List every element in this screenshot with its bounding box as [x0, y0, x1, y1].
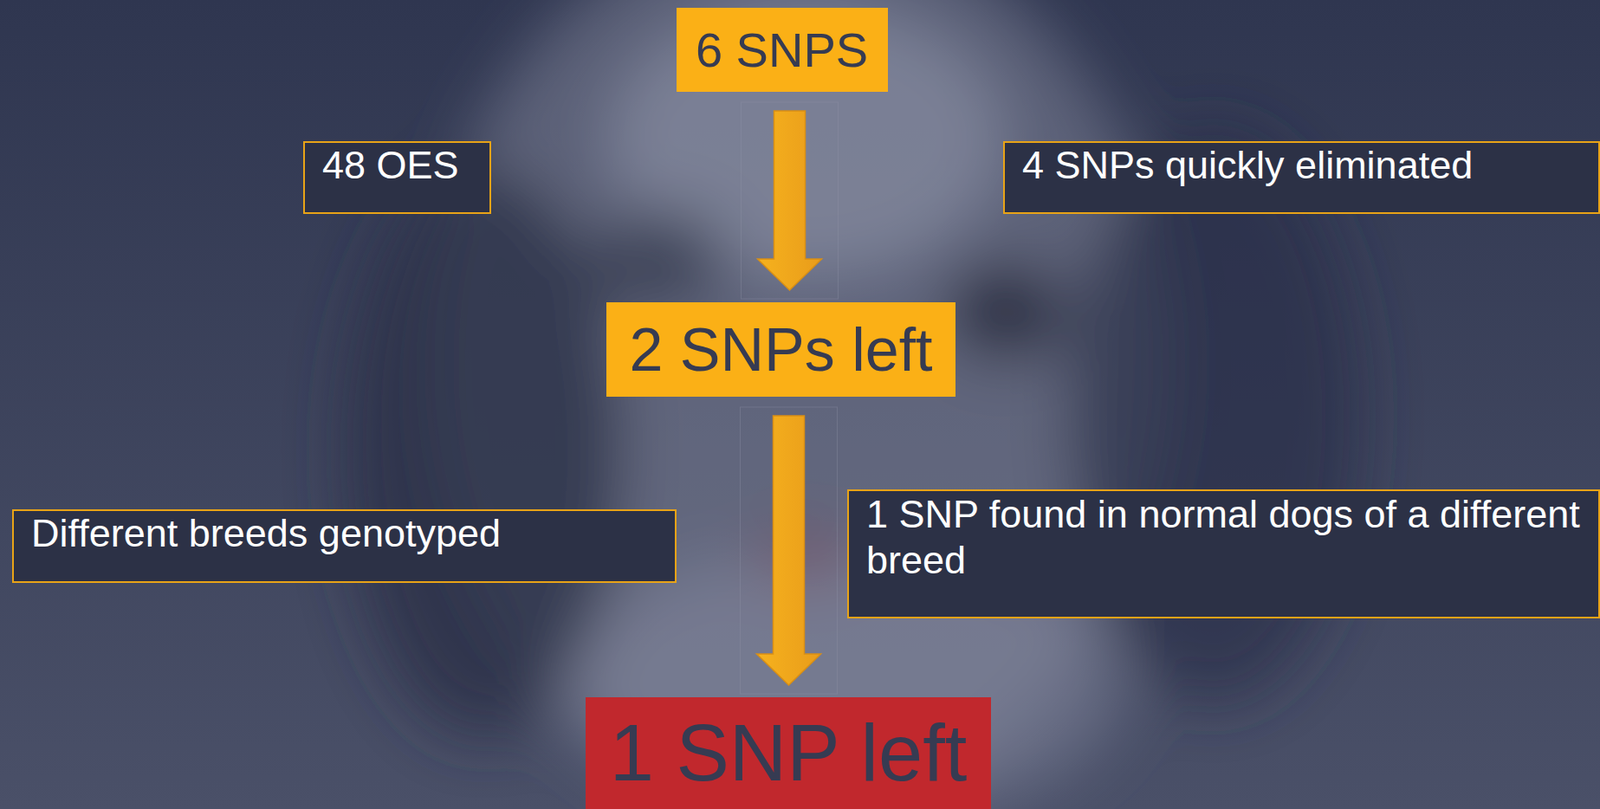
box-text: 6 SNPS [695, 21, 869, 78]
box-text: 4 SNPs quickly eliminated [1022, 142, 1473, 188]
box-text: 2 SNPs left [628, 315, 933, 385]
flow-arrow [740, 407, 838, 694]
note-box: 1 SNP found in normal dogs of a differen… [847, 489, 1600, 619]
note-box: Different breeds genotyped [12, 509, 677, 583]
dog-fur [346, 0, 1361, 809]
box-text: 1 SNP left [609, 707, 968, 799]
note-box: 48 OES [303, 141, 492, 214]
note-box: 4 SNPs quickly eliminated [1003, 141, 1600, 214]
box-text: 1 SNP found in normal dogs of a differen… [866, 491, 1581, 583]
box-text: 48 OES [322, 142, 460, 188]
result-box: 1 SNP left [585, 697, 992, 809]
arrow-frame [741, 102, 839, 299]
arrow-frame [740, 407, 838, 694]
step-box: 6 SNPS [676, 7, 888, 92]
box-text: Different breeds genotyped [31, 511, 501, 557]
arrow-shape [757, 415, 822, 686]
arrow-shape [757, 110, 823, 291]
flow-arrow [741, 102, 839, 299]
step-box: 2 SNPs left [606, 302, 956, 397]
